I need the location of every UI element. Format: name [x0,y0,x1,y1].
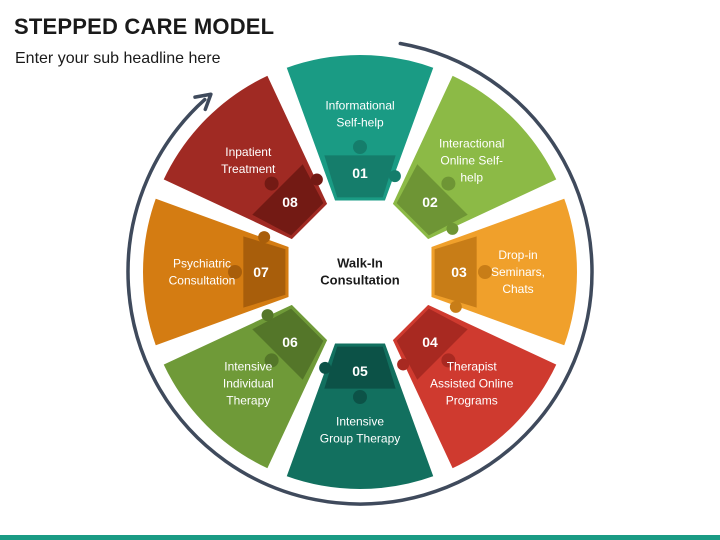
step-07-wedge [141,196,291,348]
step-04-number: 04 [422,334,438,350]
step-01-puzzle-side-knob-icon [388,170,401,183]
step-07-label-line: Psychiatric [173,257,231,271]
step-01-puzzle-piece-icon [324,155,396,198]
step-05-label-line: Intensive [336,415,384,429]
step-05-puzzle-side-knob-icon [319,361,332,374]
step-07-number: 07 [253,264,269,280]
step-07-puzzle-side-knob-icon [258,231,271,244]
step-06-number: 06 [282,334,298,350]
step-01-number: 01 [352,165,368,181]
step-04-label-line: Programs [446,394,498,408]
step-06-puzzle-side-knob-icon [261,309,274,322]
slide-title: STEPPED CARE MODEL [14,14,275,39]
step-01-label-line: Informational [325,99,394,113]
step-03-puzzle-side-knob-icon [449,300,462,313]
step-07-label-line: Consultation [169,274,236,288]
step-05-puzzle-piece-icon [324,346,396,389]
step-01-puzzle-knob-icon [353,140,367,154]
step-03-wedge [429,196,579,348]
center-circle [290,202,430,342]
cycle-arrow-head-icon [193,92,213,112]
step-06-label-line: Intensive [224,360,272,374]
step-06-label-line: Therapy [226,394,270,408]
step-06-puzzle-knob-icon [264,353,279,368]
step-08-label-line: Treatment [221,162,276,176]
center-label-line: Walk-In [337,256,383,271]
step-05-label-line: Group Therapy [320,432,401,446]
step-06-puzzle-piece-icon [252,308,324,380]
step-08-puzzle-piece-icon [252,164,324,236]
step-05-puzzle-knob-icon [353,390,367,404]
step-02-label-line: help [460,170,483,184]
step-01-label-line: Self-help [336,116,384,130]
step-02-puzzle-side-knob-icon [446,222,459,235]
step-02-label-line: Interactional [439,136,504,150]
step-08-puzzle-knob-icon [264,176,279,191]
slide-subtitle: Enter your sub headline here [15,50,221,67]
cycle-arrow-ring [126,41,594,506]
step-05-wedge [284,341,436,491]
step-07-puzzle-piece-icon [243,236,286,308]
step-03-puzzle-knob-icon [478,265,492,279]
step-02-label-line: Online Self- [440,153,503,167]
step-04-label-line: Assisted Online [430,377,514,391]
step-04-puzzle-piece-icon [396,308,468,380]
step-02-puzzle-knob-icon [441,176,456,191]
step-08-label-line: Inpatient [225,145,272,159]
bottom-accent-bar [0,535,720,540]
step-03-number: 03 [451,264,467,280]
step-05-number: 05 [352,363,368,379]
step-02-number: 02 [422,194,438,210]
step-08-number: 08 [282,194,298,210]
step-07-puzzle-knob-icon [228,265,242,279]
step-03-label-line: Seminars, [491,265,545,279]
step-03-label-line: Chats [502,282,533,296]
step-03-puzzle-piece-icon [434,236,477,308]
center-label-line: Consultation [320,273,399,288]
step-01-wedge [284,53,436,203]
step-03-label-line: Drop-in [498,248,537,262]
step-08-puzzle-side-knob-icon [310,173,323,186]
step-04-puzzle-side-knob-icon [397,358,410,371]
step-02-puzzle-piece-icon [396,164,468,236]
step-06-label-line: Individual [223,377,274,391]
step-04-puzzle-knob-icon [441,353,456,368]
step-04-label-line: Therapist [447,360,498,374]
